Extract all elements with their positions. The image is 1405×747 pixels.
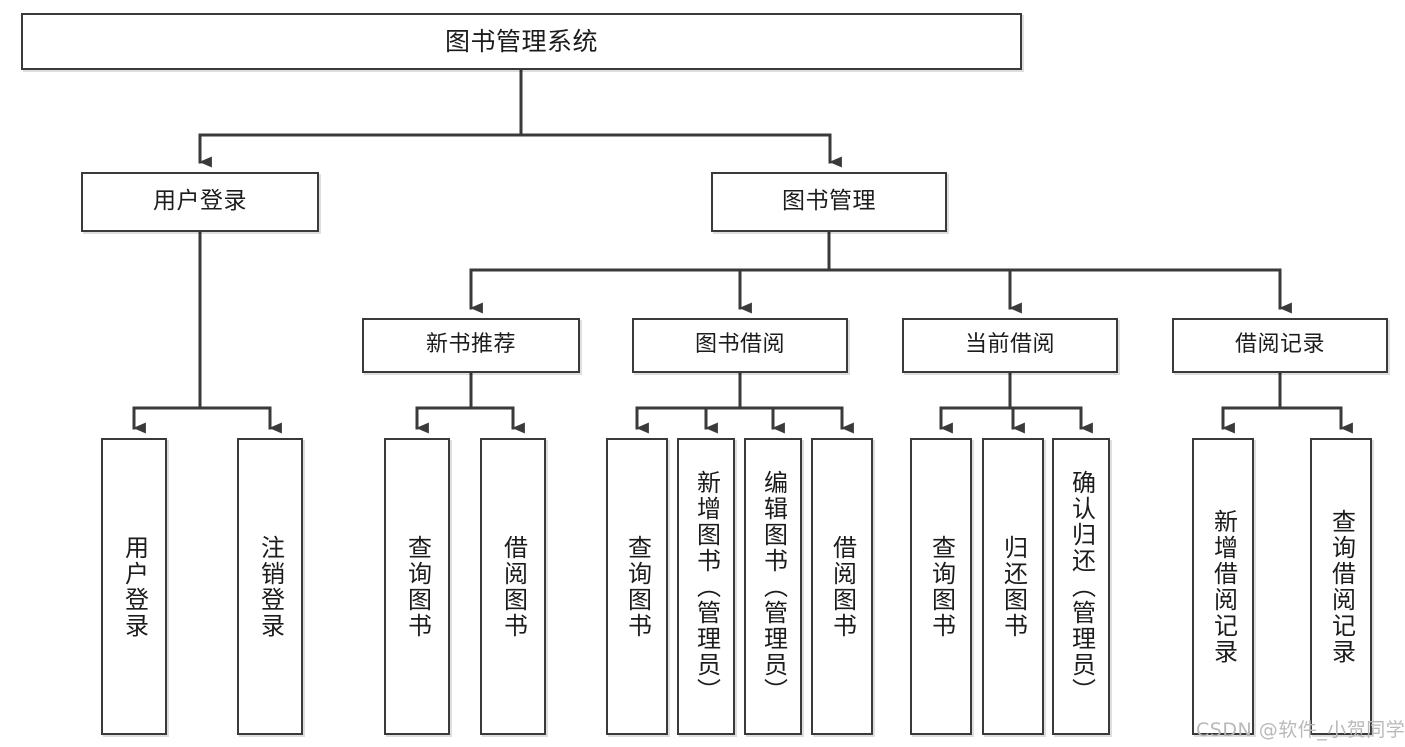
leaf-query-book-3[interactable]: 查询图书 (910, 438, 972, 735)
node-label: 用户登录 (120, 534, 149, 639)
node-new-book-recommendation[interactable]: 新书推荐 (362, 318, 580, 373)
node-label: 图书管理系统 (444, 26, 598, 56)
node-label: 借阅图书 (499, 534, 528, 639)
node-label: 借阅图书 (828, 534, 857, 639)
leaf-add-book-admin[interactable]: 新增图书（管理员） (677, 438, 735, 735)
node-label: 确认归还（管理员） (1067, 469, 1096, 704)
node-label: 用户登录 (153, 188, 247, 215)
node-label: 归还图书 (999, 534, 1028, 639)
node-label: 当前借阅 (964, 332, 1055, 358)
leaf-user-login[interactable]: 用户登录 (101, 438, 167, 735)
leaf-query-borrow-record[interactable]: 查询借阅记录 (1310, 438, 1372, 735)
node-label: 新增图书（管理员） (692, 469, 721, 704)
leaf-query-book-2[interactable]: 查询图书 (606, 438, 668, 735)
leaf-add-borrow-record[interactable]: 新增借阅记录 (1192, 438, 1254, 735)
node-current-borrow[interactable]: 当前借阅 (902, 318, 1118, 373)
leaf-query-book-1[interactable]: 查询图书 (384, 438, 450, 735)
node-book-borrow[interactable]: 图书借阅 (632, 318, 848, 373)
node-label: 查询图书 (623, 534, 652, 639)
node-book-management-system[interactable]: 图书管理系统 (21, 13, 1022, 70)
node-user-login[interactable]: 用户登录 (81, 172, 319, 232)
leaf-confirm-return-admin[interactable]: 确认归还（管理员） (1052, 438, 1110, 735)
leaf-borrow-book-2[interactable]: 借阅图书 (811, 438, 873, 735)
node-label: 编辑图书（管理员） (759, 469, 788, 704)
node-borrow-record[interactable]: 借阅记录 (1172, 318, 1388, 373)
leaf-return-book[interactable]: 归还图书 (982, 438, 1044, 735)
node-label: 查询图书 (403, 534, 432, 639)
node-label: 图书管理 (782, 188, 876, 215)
node-label: 新书推荐 (425, 332, 516, 358)
node-label: 图书借阅 (694, 332, 785, 358)
node-label: 注销登录 (256, 534, 285, 639)
leaf-borrow-book-1[interactable]: 借阅图书 (480, 438, 546, 735)
node-label: 新增借阅记录 (1209, 508, 1238, 665)
csdn-watermark: CSDN @软件_小贺同学 (1196, 719, 1405, 741)
node-label: 查询借阅记录 (1327, 508, 1356, 665)
leaf-logout[interactable]: 注销登录 (237, 438, 303, 735)
leaf-edit-book-admin[interactable]: 编辑图书（管理员） (744, 438, 802, 735)
node-label: 借阅记录 (1234, 332, 1325, 358)
node-label: 查询图书 (927, 534, 956, 639)
node-book-manage[interactable]: 图书管理 (711, 172, 947, 232)
